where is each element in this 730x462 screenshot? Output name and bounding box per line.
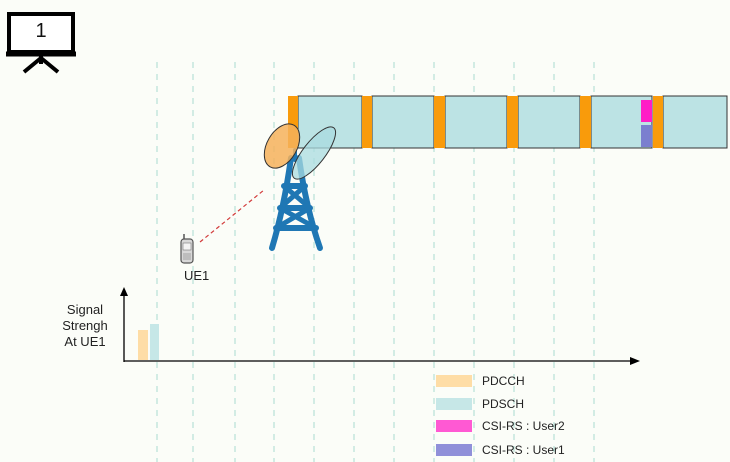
beam-orange [263, 123, 301, 169]
ue-link-line [199, 189, 265, 243]
pdcch-slot [653, 96, 663, 148]
base-station-tower-icon [269, 148, 323, 251]
legend-label: CSI-RS : User2 [482, 419, 565, 433]
legend-item-csi-rs-user2: CSI-RS : User2 [436, 418, 565, 434]
legend-swatch [436, 375, 472, 387]
signal-strength-axes [120, 287, 640, 365]
legend-swatch [436, 398, 472, 410]
pdsch-block [444, 95, 508, 149]
legend-item-pdsch: PDSCH [436, 396, 524, 412]
signal-label-line: Signal [66, 302, 104, 317]
resource-grid [288, 95, 728, 149]
csi-rs-user1-marker [641, 125, 652, 147]
beam-teal [291, 126, 337, 180]
presentation-board-icon [6, 12, 76, 74]
pdcch-slot [434, 96, 445, 148]
pdsch-block [517, 95, 581, 149]
csi-rs-user2-marker [641, 100, 652, 122]
legend-swatch [436, 444, 472, 456]
pdsch-block [297, 95, 363, 149]
signal-label-line: Strengh [62, 318, 108, 333]
pdcch-slot [507, 96, 518, 148]
legend-item-csi-rs-user1: CSI-RS : User1 [436, 442, 565, 458]
pdsch-block [662, 95, 728, 149]
mobile-phone-icon [180, 234, 194, 264]
signal-label-line: At UE1 [64, 334, 106, 349]
pdcch-slot [362, 96, 372, 148]
pdcch-slot [580, 96, 591, 148]
pdsch-block [371, 95, 435, 149]
signal-bar-pdsch [150, 324, 159, 360]
legend-label: CSI-RS : User1 [482, 443, 565, 457]
signal-bar-pdcch [138, 330, 148, 360]
ue-label: UE1 [184, 268, 210, 283]
slide-number: 1 [35, 20, 47, 42]
pdcch-slot [288, 96, 298, 148]
signal-axis-label: Signal Strengh At UE1 [46, 302, 124, 350]
legend-swatch [436, 420, 472, 432]
legend-label: PDCCH [482, 374, 525, 388]
legend-item-pdcch: PDCCH [436, 373, 525, 389]
legend-label: PDSCH [482, 397, 525, 411]
